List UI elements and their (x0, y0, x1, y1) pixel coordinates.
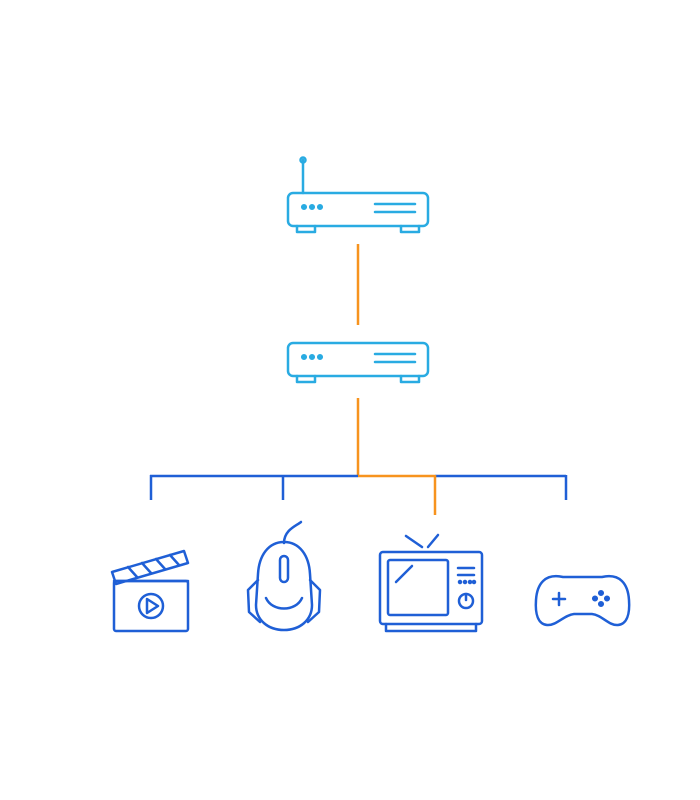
network-switch-icon (286, 341, 430, 384)
gamepad-icon (534, 574, 631, 627)
gaming-mouse-icon (246, 520, 322, 632)
connection-lines (149, 244, 568, 515)
retro-tv-icon (378, 533, 484, 633)
wifi-router-icon (286, 156, 430, 234)
clapperboard-video-icon (110, 549, 190, 633)
